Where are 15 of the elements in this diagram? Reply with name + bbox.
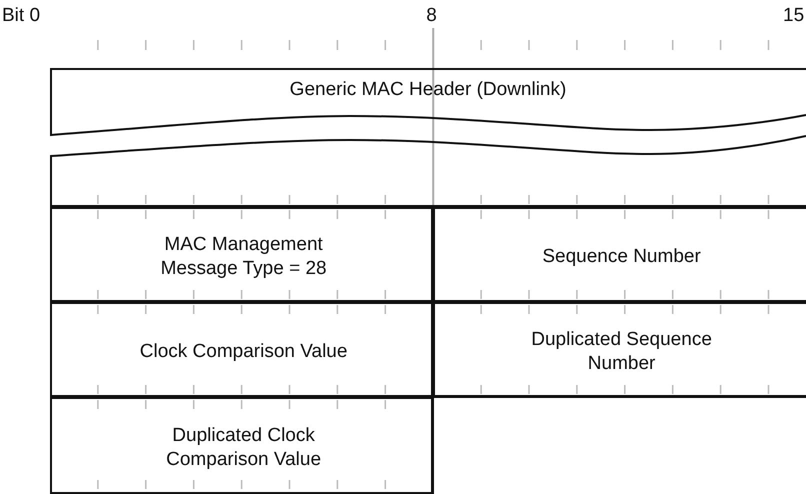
field-label: Clock Comparison Value [138,340,348,364]
field-box [433,207,806,302]
field-label: MAC Management Message Type = 28 [160,232,328,280]
bit-number: Bit 0 [2,5,40,27]
field-box [50,397,434,494]
field-box [433,302,806,397]
field-label: Sequence Number [541,244,702,268]
field-label: Generic MAC Header (Downlink) [288,78,568,102]
field-box [50,302,434,397]
field-label: Duplicated Sequence Number [530,328,713,376]
bit-number: 15 [783,5,804,27]
bit-number: 8 [426,5,437,27]
field-box [50,207,434,302]
field-label: Duplicated Clock Comparison Value [165,424,322,472]
header-field [50,68,806,207]
